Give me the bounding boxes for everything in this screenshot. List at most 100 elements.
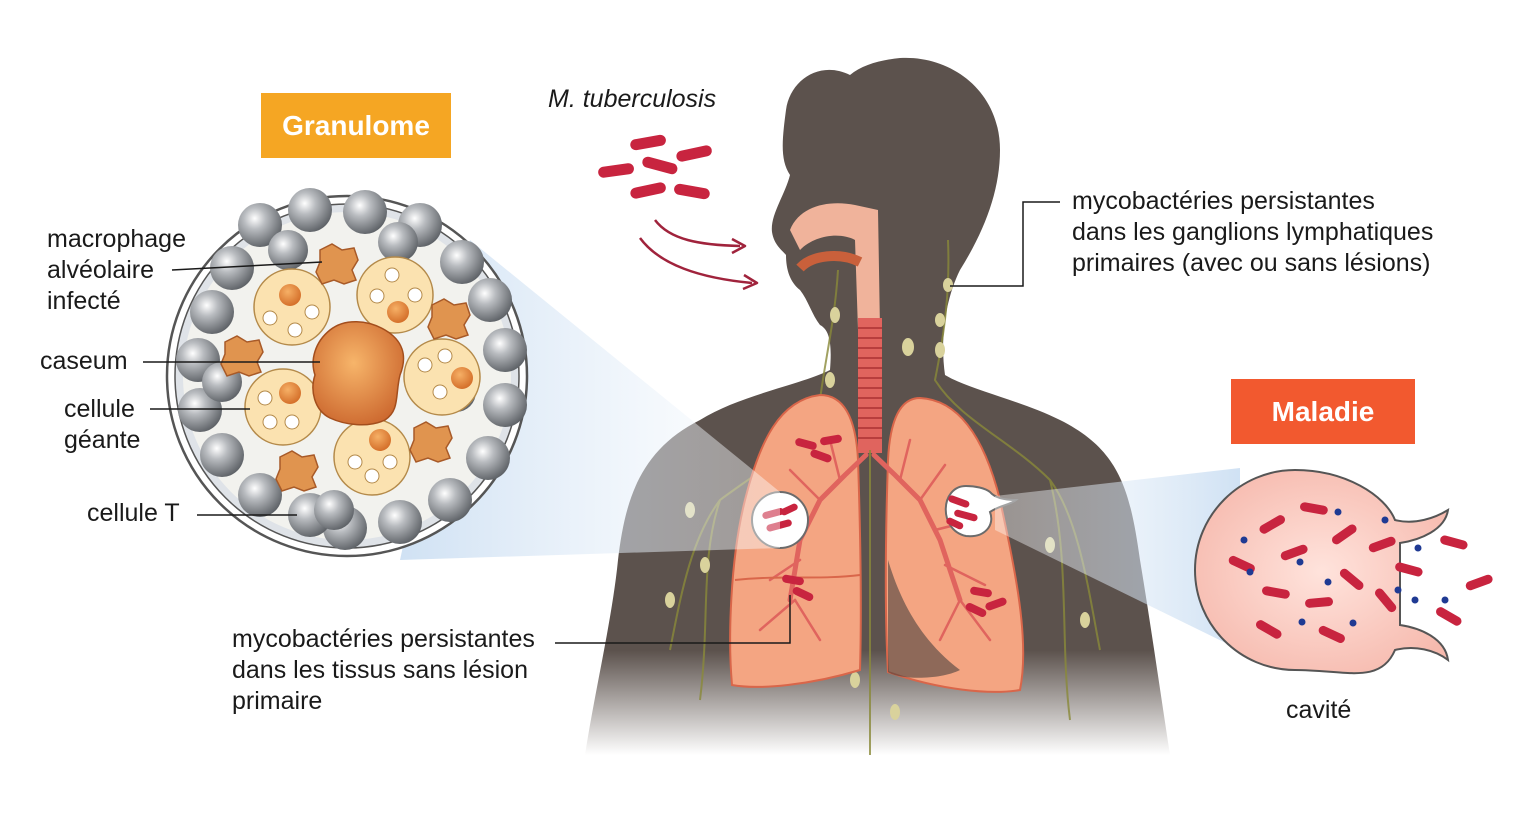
macrophage-icon <box>275 450 319 492</box>
caseum-mass <box>312 321 405 426</box>
lymph-node-label: mycobactéries persistantes dans les gang… <box>1072 187 1434 277</box>
t-cell-icon <box>378 500 422 544</box>
macrophage-icon <box>427 298 471 340</box>
granulome-badge-label: Granulome <box>282 109 430 141</box>
cavity-detail <box>1193 468 1493 675</box>
t-cell-icon <box>178 388 222 432</box>
t-cell-icon <box>210 246 254 290</box>
bacterium-icon <box>630 182 666 199</box>
t-cell-icon <box>238 473 282 517</box>
bacterium-icon <box>630 134 666 151</box>
bacterium-icon <box>792 587 814 601</box>
t-cell-icon <box>466 436 510 480</box>
giant-cell-icon <box>253 268 331 346</box>
bacterium-icon <box>1395 562 1423 577</box>
t-cell-icon <box>440 240 484 284</box>
t-cells <box>176 188 527 550</box>
bacterium-icon <box>1440 535 1468 550</box>
bacterium-icon <box>1256 620 1282 639</box>
macrophage-icon <box>220 335 264 377</box>
lymph-node-icon <box>665 592 675 608</box>
bacterium-icon <box>810 449 832 463</box>
giant-cell-label: cellule géante <box>64 395 141 454</box>
lymph-node-icon <box>825 372 835 388</box>
bacterium-icon <box>1318 625 1345 643</box>
t-cell-icon <box>190 290 234 334</box>
bacterium-icon <box>1375 588 1397 613</box>
t-cell-icon <box>314 490 354 530</box>
bacterium-icon <box>1262 586 1290 599</box>
bacterium-icon <box>1465 574 1493 591</box>
giant-cell-icon <box>244 368 322 446</box>
t-cell-icon <box>288 188 332 232</box>
caseum-label: caseum <box>40 347 128 375</box>
maladie-badge-label: Maladie <box>1271 395 1375 427</box>
bacterium-icon <box>1368 536 1396 553</box>
bacterium-icon <box>642 156 678 175</box>
tissue-label: mycobactéries persistantes dans les tiss… <box>232 625 535 715</box>
bacterium-icon <box>1332 524 1357 545</box>
bacterium-icon <box>598 163 634 178</box>
bacterium-icon <box>1305 597 1334 608</box>
bacterium-icon <box>795 438 817 450</box>
t-cell-icon <box>468 278 512 322</box>
t-cell-icon <box>378 222 418 262</box>
t-cell-icon <box>343 190 387 234</box>
giant-cell-icon <box>403 338 481 416</box>
t-cell-icon <box>200 433 244 477</box>
lung-bacteria <box>782 434 1007 617</box>
maladie-badge: Maladie <box>1231 379 1415 444</box>
lymph-node-icon <box>850 672 860 688</box>
infected-macrophages <box>220 243 471 492</box>
t-cell-icon <box>268 230 308 270</box>
macrophage-label: macrophage alvéolaire infecté <box>47 225 186 315</box>
airborne-bacteria <box>598 134 712 200</box>
t-cell-icon <box>238 203 282 247</box>
maladie-beam <box>995 468 1240 650</box>
t-cell-label: cellule T <box>87 499 180 527</box>
bacterium-icon <box>1300 502 1328 515</box>
macrophage-icon <box>409 421 453 463</box>
bacterium-icon <box>1436 607 1462 626</box>
bacterium-icon <box>965 603 987 617</box>
tissue-leader <box>555 595 791 644</box>
t-cell-icon <box>483 328 527 372</box>
granuloma-detail <box>165 188 529 558</box>
lymph-node-icon <box>700 557 710 573</box>
bacterium-icon <box>676 145 712 162</box>
giant-cell-icon <box>356 256 434 334</box>
giant-cell-icon <box>333 418 411 496</box>
bacteria-name-label: M. tuberculosis <box>548 85 717 113</box>
lymph-node-icon <box>830 307 840 323</box>
bacterium-icon <box>820 434 842 446</box>
giant-cells <box>244 256 481 496</box>
lymph-node-icon <box>943 278 953 292</box>
t-cell-icon <box>428 478 472 522</box>
trachea <box>858 318 882 453</box>
t-cell-icon <box>483 383 527 427</box>
lymph-node-icon <box>1080 612 1090 628</box>
cavity-dots <box>1240 508 1449 627</box>
lymph-node-icon <box>890 704 900 720</box>
bacterium-icon <box>1228 555 1255 573</box>
bacterium-icon <box>985 597 1007 611</box>
macrophage-icon <box>315 243 359 285</box>
bacterium-icon <box>1280 544 1308 561</box>
cavity-bacteria <box>1228 502 1493 643</box>
airway <box>790 203 882 453</box>
inhalation-arrows <box>638 219 759 291</box>
lymph-leader <box>950 201 1060 287</box>
bacterium-icon <box>1259 515 1285 534</box>
granulome-badge: Granulome <box>261 93 451 158</box>
right-lung <box>884 396 1025 693</box>
bacterium-icon <box>1339 568 1364 590</box>
cavity-label: cavité <box>1286 696 1352 724</box>
granuloma-leaders <box>143 261 323 516</box>
lymph-node-icon <box>902 338 914 356</box>
bacterium-icon <box>674 183 710 200</box>
lymph-node-icon <box>935 313 945 327</box>
bacterium-icon <box>970 586 992 598</box>
bacterium-icon <box>782 574 804 586</box>
lymph-node-icon <box>935 342 945 358</box>
